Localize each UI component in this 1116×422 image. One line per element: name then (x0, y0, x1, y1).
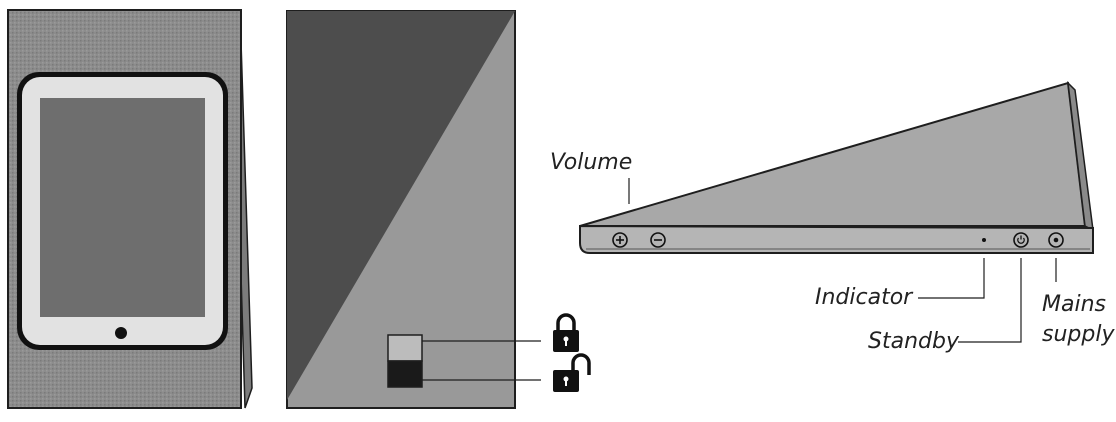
mains-label-line1: Mains (1042, 292, 1106, 317)
lock-switch-lower (387, 360, 423, 388)
indicator-light (982, 238, 986, 242)
side-base-bar (579, 224, 1094, 254)
front-view (7, 9, 253, 409)
minus-icon (650, 232, 666, 248)
indicator-leader-line (918, 258, 985, 299)
tablet-home-button (115, 327, 127, 339)
power-icon (1013, 232, 1029, 248)
tablet-screen (40, 98, 205, 317)
mains-label-line2: supply (1042, 322, 1115, 347)
lock-icon (553, 313, 579, 352)
plus-icon (612, 232, 628, 248)
mains-supply-label: Mains supply (1042, 290, 1114, 350)
volume-label: Volume (550, 150, 633, 175)
standby-label: Standby (868, 329, 959, 354)
unlock-icon (553, 353, 591, 392)
lock-switch-upper (387, 334, 423, 362)
mains-socket-icon (1048, 232, 1064, 248)
rear-view (286, 10, 591, 409)
indicator-label: Indicator (815, 285, 913, 310)
rear-dark-half (287, 11, 515, 400)
side-view (579, 80, 1094, 343)
standby-leader-line (958, 258, 1022, 343)
side-wedge (579, 81, 1087, 227)
